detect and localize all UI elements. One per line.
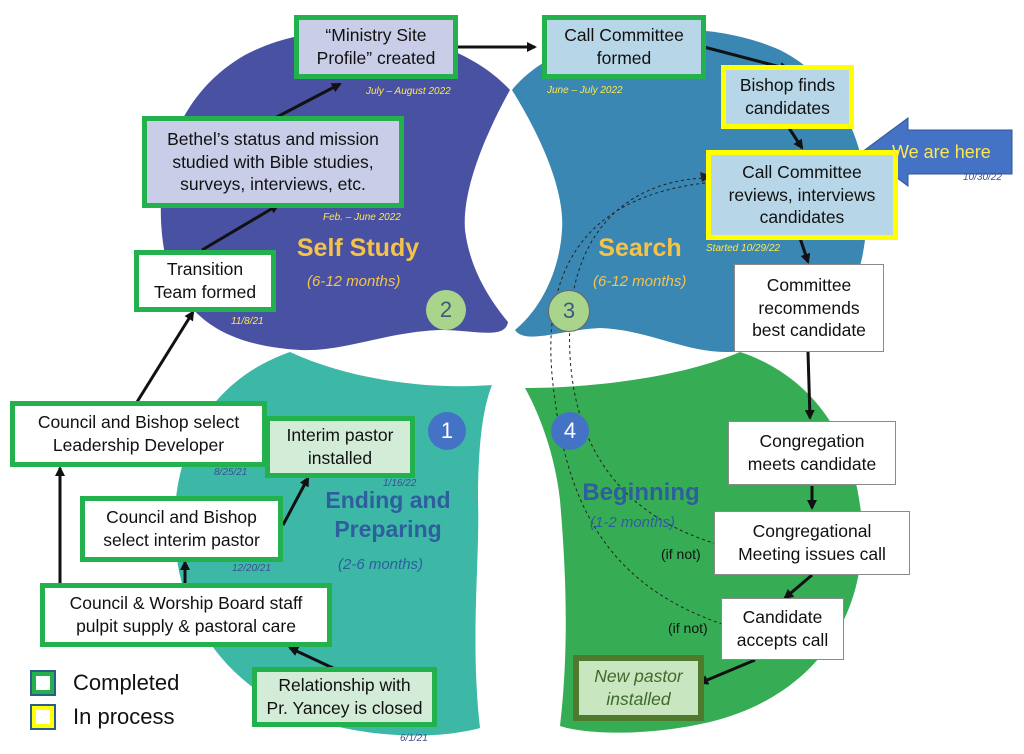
- date-relationship-closed: 6/1/21: [400, 733, 428, 744]
- step-call-committee: Call Committee formed: [542, 15, 706, 79]
- step-select-interim: Council and Bishop select interim pastor: [80, 496, 283, 562]
- date-select-developer: 8/25/21: [214, 467, 248, 478]
- date-committee-reviews: Started 10/29/22: [706, 243, 780, 254]
- step-site-profile: “Ministry Site Profile” created: [294, 15, 458, 79]
- step-pulpit-supply: Council & Worship Board staff pulpit sup…: [40, 583, 332, 647]
- date-select-interim: 12/20/21: [232, 563, 271, 574]
- ending-duration: (2-6 months): [338, 556, 424, 573]
- we-are-here-arrow: [861, 117, 1013, 187]
- beginning-title: Beginning: [582, 479, 700, 506]
- step-new-pastor: New pastor installed: [573, 655, 704, 721]
- phase-number-2: 2: [426, 290, 466, 330]
- ending-title: Ending and Preparing: [325, 487, 451, 542]
- step-interim-installed: Interim pastor installed: [265, 416, 415, 478]
- beginning-duration: (1-2 months): [590, 514, 676, 531]
- date-bethel-studied: Feb. – June 2022: [323, 212, 401, 223]
- arrow-accepts-to-new-pastor: [698, 658, 756, 685]
- step-select-developer: Council and Bishop select Leadership Dev…: [10, 401, 267, 467]
- self-study-duration: (6-12 months): [307, 273, 401, 290]
- phase-number-4: 4: [551, 412, 589, 450]
- search-title: Search: [598, 234, 682, 262]
- arrow-reviews-to-recommends: [798, 237, 811, 264]
- if-not-label-1: (if not): [661, 546, 701, 562]
- date-site-profile: July – August 2022: [366, 86, 451, 97]
- legend-completed-label: Completed: [73, 670, 180, 695]
- step-relationship-closed: Relationship with Pr. Yancey is closed: [252, 667, 437, 727]
- arrow-developer-to-transition: [135, 310, 195, 403]
- arrow-recommends-to-meets: [804, 351, 815, 420]
- legend-completed-swatch: [30, 670, 56, 696]
- search-duration: (6-12 months): [593, 273, 687, 290]
- arrow-transition-to-bethel: [201, 203, 280, 252]
- arrow-bishop-to-reviews: [787, 127, 804, 150]
- step-congregation-meets: Congregation meets candidate: [728, 421, 896, 485]
- step-meeting-issues-call: Congregational Meeting issues call: [714, 511, 910, 575]
- step-transition-team: Transition Team formed: [134, 250, 276, 312]
- step-committee-reviews: Call Committee reviews, interviews candi…: [706, 150, 898, 240]
- date-interim-installed: 1/16/22: [383, 478, 417, 489]
- self-study-title: Self Study: [296, 234, 420, 262]
- step-candidate-accepts: Candidate accepts call: [721, 598, 844, 660]
- arrow-meeting-to-accepts: [783, 573, 813, 600]
- phase-number-1: 1: [428, 412, 466, 450]
- dashed-loop-2: [550, 182, 726, 626]
- step-bethel-studied: Bethel’s status and mission studied with…: [142, 116, 404, 208]
- we-are-here-text: We are here: [892, 142, 991, 162]
- step-committee-recommends: Committee recommends best candidate: [734, 264, 884, 352]
- step-bishop-finds: Bishop finds candidates: [721, 65, 854, 129]
- legend-in-process-swatch: [30, 704, 56, 730]
- we-are-here-date: 10/30/22: [963, 172, 1002, 183]
- legend-in-process-label: In process: [73, 704, 175, 729]
- arrow-select-interim-to-installed: [281, 476, 310, 526]
- phase-number-3: 3: [548, 290, 590, 332]
- if-not-label-2: (if not): [668, 620, 708, 636]
- arrow-bethel-to-profile: [274, 82, 342, 120]
- date-call-committee: June – July 2022: [547, 85, 623, 96]
- date-transition-team: 11/8/21: [231, 316, 264, 327]
